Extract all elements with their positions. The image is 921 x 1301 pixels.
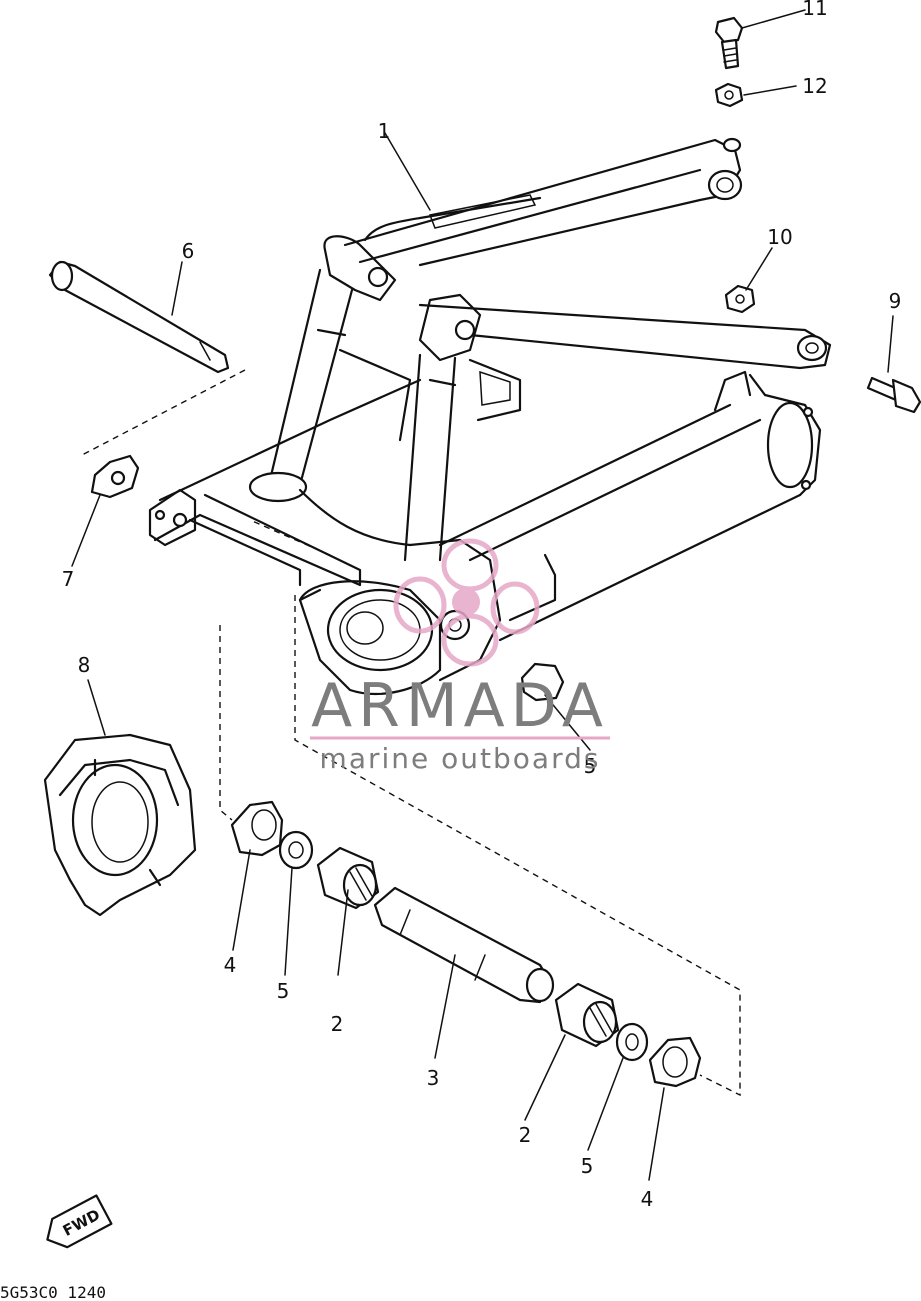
callout-2-right: 2 — [519, 1123, 532, 1147]
cap-13 — [520, 662, 565, 702]
callout-3: 3 — [427, 1066, 440, 1090]
leader-lines — [71, 9, 894, 1181]
assembly-guide-lines — [81, 369, 741, 1097]
pivot-shaft — [48, 260, 230, 374]
callout-5-right: 5 — [581, 1154, 594, 1178]
swing-arm-frame — [148, 137, 832, 696]
nut-10 — [724, 284, 756, 314]
callout-1: 1 — [378, 119, 391, 143]
callout-4-left: 4 — [224, 953, 237, 977]
watermark-brand: ARMADA — [311, 671, 609, 741]
watermark-tagline: marine outboards — [320, 742, 601, 775]
callout-12: 12 — [802, 74, 827, 98]
callout-11: 11 — [802, 0, 827, 20]
figure-code: 5G53C0 1240 — [0, 1283, 106, 1301]
callout-10: 10 — [767, 225, 792, 249]
rubber-boot-cover — [43, 733, 197, 917]
callout-4-right: 4 — [641, 1187, 654, 1211]
armada-watermark: ARMADA marine outboards — [310, 538, 610, 775]
lock-plate — [90, 454, 140, 499]
callout-9: 9 — [889, 289, 902, 313]
bolt-9 — [866, 376, 921, 414]
callout-5-cap: 5 — [584, 754, 597, 778]
bolt-11 — [714, 16, 744, 70]
callout-6: 6 — [182, 239, 195, 263]
callout-7: 7 — [62, 567, 75, 591]
callout-2-left: 2 — [331, 1012, 344, 1036]
nut-12 — [714, 82, 744, 108]
forward-direction-tag: FWD — [46, 1194, 113, 1249]
bearing-assembly — [230, 800, 702, 1088]
propeller-logo — [393, 538, 540, 667]
callout-8: 8 — [78, 653, 91, 677]
callout-5-left: 5 — [277, 979, 290, 1003]
callout-labels: 1 2 2 3 4 4 5 5 5 6 7 8 9 10 11 12 — [62, 0, 902, 1211]
